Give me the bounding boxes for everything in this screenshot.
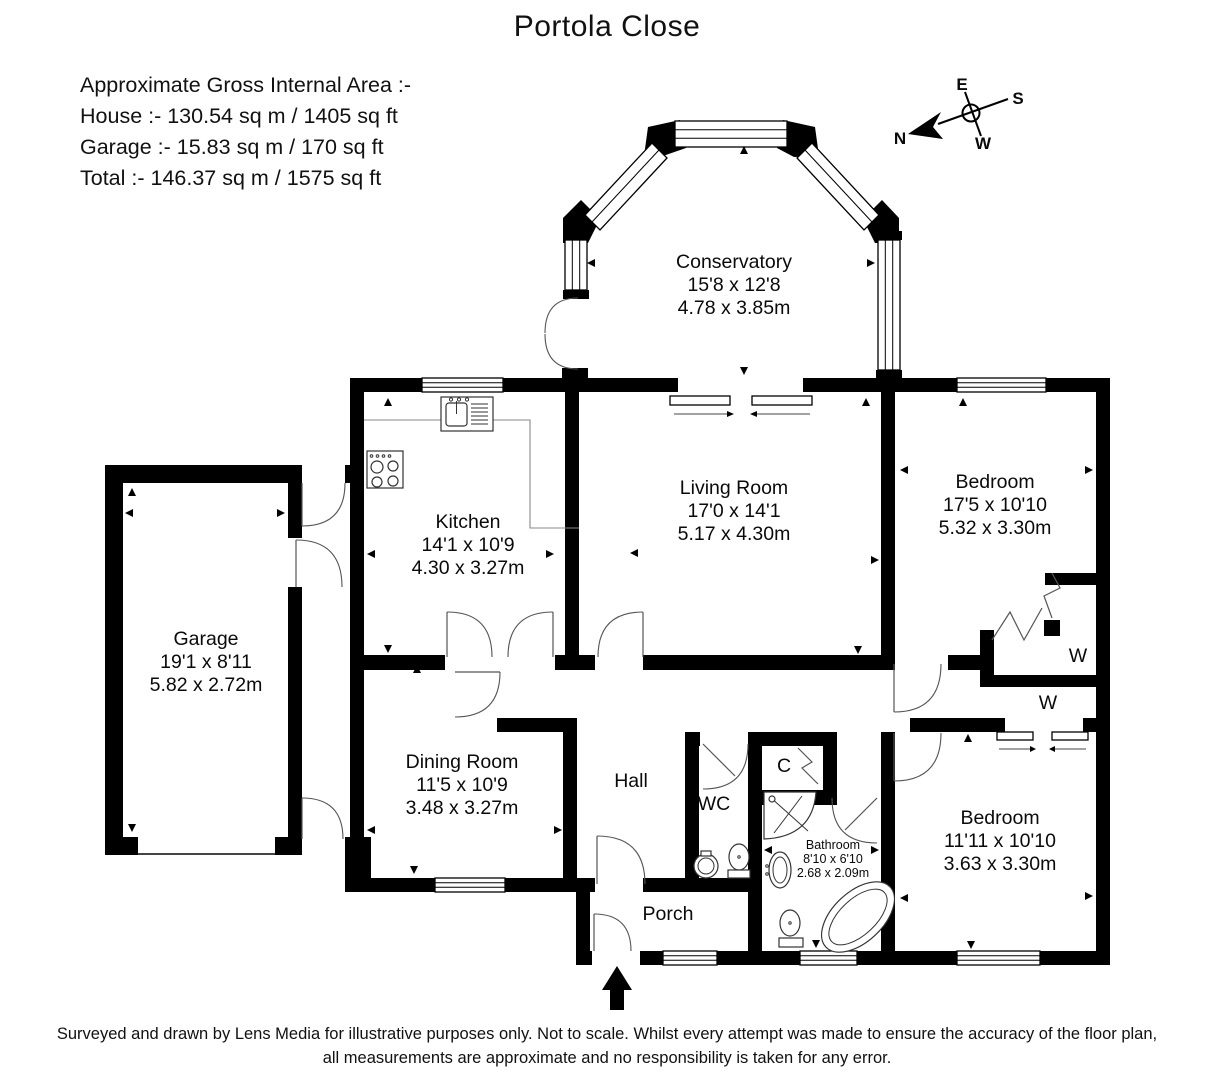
dining-room-label: Dining Room 11'5 x 10'9 3.48 x 3.27m [406,751,519,819]
bathroom-imperial: 8'10 x 6'10 [803,852,863,866]
garage-lobby-door [295,539,343,588]
compass-icon: N E S W [894,75,1024,153]
kitchen-name: Kitchen [435,511,500,533]
bathroom-toilet-icon [778,909,804,948]
patio-sliding-door [669,395,813,417]
garage-name: Garage [173,628,238,650]
front-door [593,913,632,952]
dining-door [454,671,501,718]
conservatory-left-diagonal-window [584,142,668,231]
compass-north-arrow [908,112,943,139]
living-imperial: 17'0 x 14'1 [687,500,780,522]
kitchen-door-right [507,611,554,658]
bedroom1-window [956,377,1047,393]
bedroom1-imperial: 17'5 x 10'10 [943,494,1047,516]
area-summary-total: Total :- 146.37 sq m / 1575 sq ft [80,166,382,190]
fixtures [364,396,896,953]
wardrobe-bifold-door-2 [1043,572,1061,619]
living-name: Living Room [680,477,788,499]
dining-name: Dining Room [406,751,519,773]
wc-toilet-icon [727,843,751,879]
kitchen-label: Kitchen 14'1 x 10'9 4.30 x 3.27m [412,511,525,579]
back-door [301,797,344,840]
cupboard-label: C [777,755,791,777]
compass-north-label: N [894,129,906,148]
page-title: Portola Close [513,10,701,43]
side-entrance-door [301,482,346,527]
living-room-door [597,611,644,658]
area-summary-garage: Garage :- 15.83 sq m / 170 sq ft [80,135,384,159]
bedroom1-label: Bedroom 17'5 x 10'10 5.32 x 3.30m [939,471,1052,539]
kitchen-sink-icon [440,396,494,432]
conservatory-right-window [877,239,901,371]
bathroom-metric: 2.68 x 2.09m [797,866,869,880]
wc-basin-icon [693,850,719,879]
area-summary-heading: Approximate Gross Internal Area :- [80,73,412,97]
conservatory-french-door-top [544,297,579,334]
kitchen-window [421,377,504,393]
conservatory-french-door-bottom [544,333,579,370]
bathroom-window [799,950,858,966]
porch-window [662,950,718,966]
wardrobe2-label: W [1039,692,1058,714]
compass-east-label: E [956,75,967,94]
living-room-label: Living Room 17'0 x 14'1 5.17 x 4.30m [678,477,791,545]
bathroom-basin-icon [765,851,792,889]
bedroom1-metric: 5.32 x 3.30m [939,517,1052,539]
garage-label: Garage 19'1 x 8'11 5.82 x 2.72m [150,628,263,696]
shower-icon [763,791,817,840]
hall-porch-door [596,835,646,885]
compass-south-label: S [1012,89,1023,108]
area-summary: Approximate Gross Internal Area :- House… [80,70,411,194]
conservatory-right-diagonal-window [796,142,880,231]
conservatory-name: Conservatory [676,251,792,273]
door-swings [295,297,1061,952]
porch-label: Porch [643,903,694,925]
garage-imperial: 19'1 x 8'11 [160,651,252,673]
compass-west-label: W [975,134,992,153]
room-labels: Conservatory 15'8 x 12'8 4.78 x 3.85m Li… [150,251,1088,925]
conservatory-top-window [674,120,788,148]
dining-imperial: 11'5 x 10'9 [416,774,508,796]
bedroom2-window [956,950,1041,966]
garage-metric: 5.82 x 2.72m [150,674,263,696]
living-metric: 5.17 x 4.30m [678,523,791,545]
conservatory-metric: 4.78 x 3.85m [678,297,791,319]
bedroom2-door [893,732,942,782]
bedroom1-name: Bedroom [955,471,1034,493]
kitchen-imperial: 14'1 x 10'9 [421,534,514,556]
bedroom1-door [893,663,942,713]
dining-metric: 3.48 x 3.27m [406,797,519,819]
wc-door [702,743,749,790]
bathtub-icon [820,881,896,953]
area-summary-house: House :- 130.54 sq m / 1405 sq ft [80,104,398,128]
bathroom-label: Bathroom 8'10 x 6'10 2.68 x 2.09m [797,838,869,880]
sliding-doors [669,395,1089,752]
wc-label: WC [698,793,731,815]
wardrobe-sliding-door [996,731,1089,752]
wardrobe1-label: W [1069,645,1088,667]
kitchen-metric: 4.30 x 3.27m [412,557,525,579]
windows [421,120,1047,966]
bedroom2-name: Bedroom [960,807,1039,829]
dimension-markers [125,146,1093,949]
bathroom-door [831,797,878,844]
hob-icon [366,450,404,489]
bedroom2-imperial: 11'11 x 10'10 [944,830,1056,852]
conservatory-left-window [564,239,588,291]
bedroom2-label: Bedroom 11'11 x 10'10 3.63 x 3.30m [944,807,1057,875]
conservatory-imperial: 15'8 x 12'8 [687,274,780,296]
hall-label: Hall [614,770,648,792]
wardrobe-bifold-door [991,607,1043,642]
bedroom2-metric: 3.63 x 3.30m [944,853,1057,875]
disclaimer-line1: Surveyed and drawn by Lens Media for ill… [56,1025,1158,1043]
bathroom-name: Bathroom [806,838,860,852]
dining-window [434,877,506,893]
kitchen-door-left [446,611,493,658]
cupboard-bifold-door [797,747,819,785]
entrance-arrow-icon [602,966,632,1010]
disclaimer-line2: all measurements are approximate and no … [322,1049,892,1067]
disclaimer: Surveyed and drawn by Lens Media for ill… [0,1022,1214,1070]
conservatory-label: Conservatory 15'8 x 12'8 4.78 x 3.85m [676,251,792,319]
